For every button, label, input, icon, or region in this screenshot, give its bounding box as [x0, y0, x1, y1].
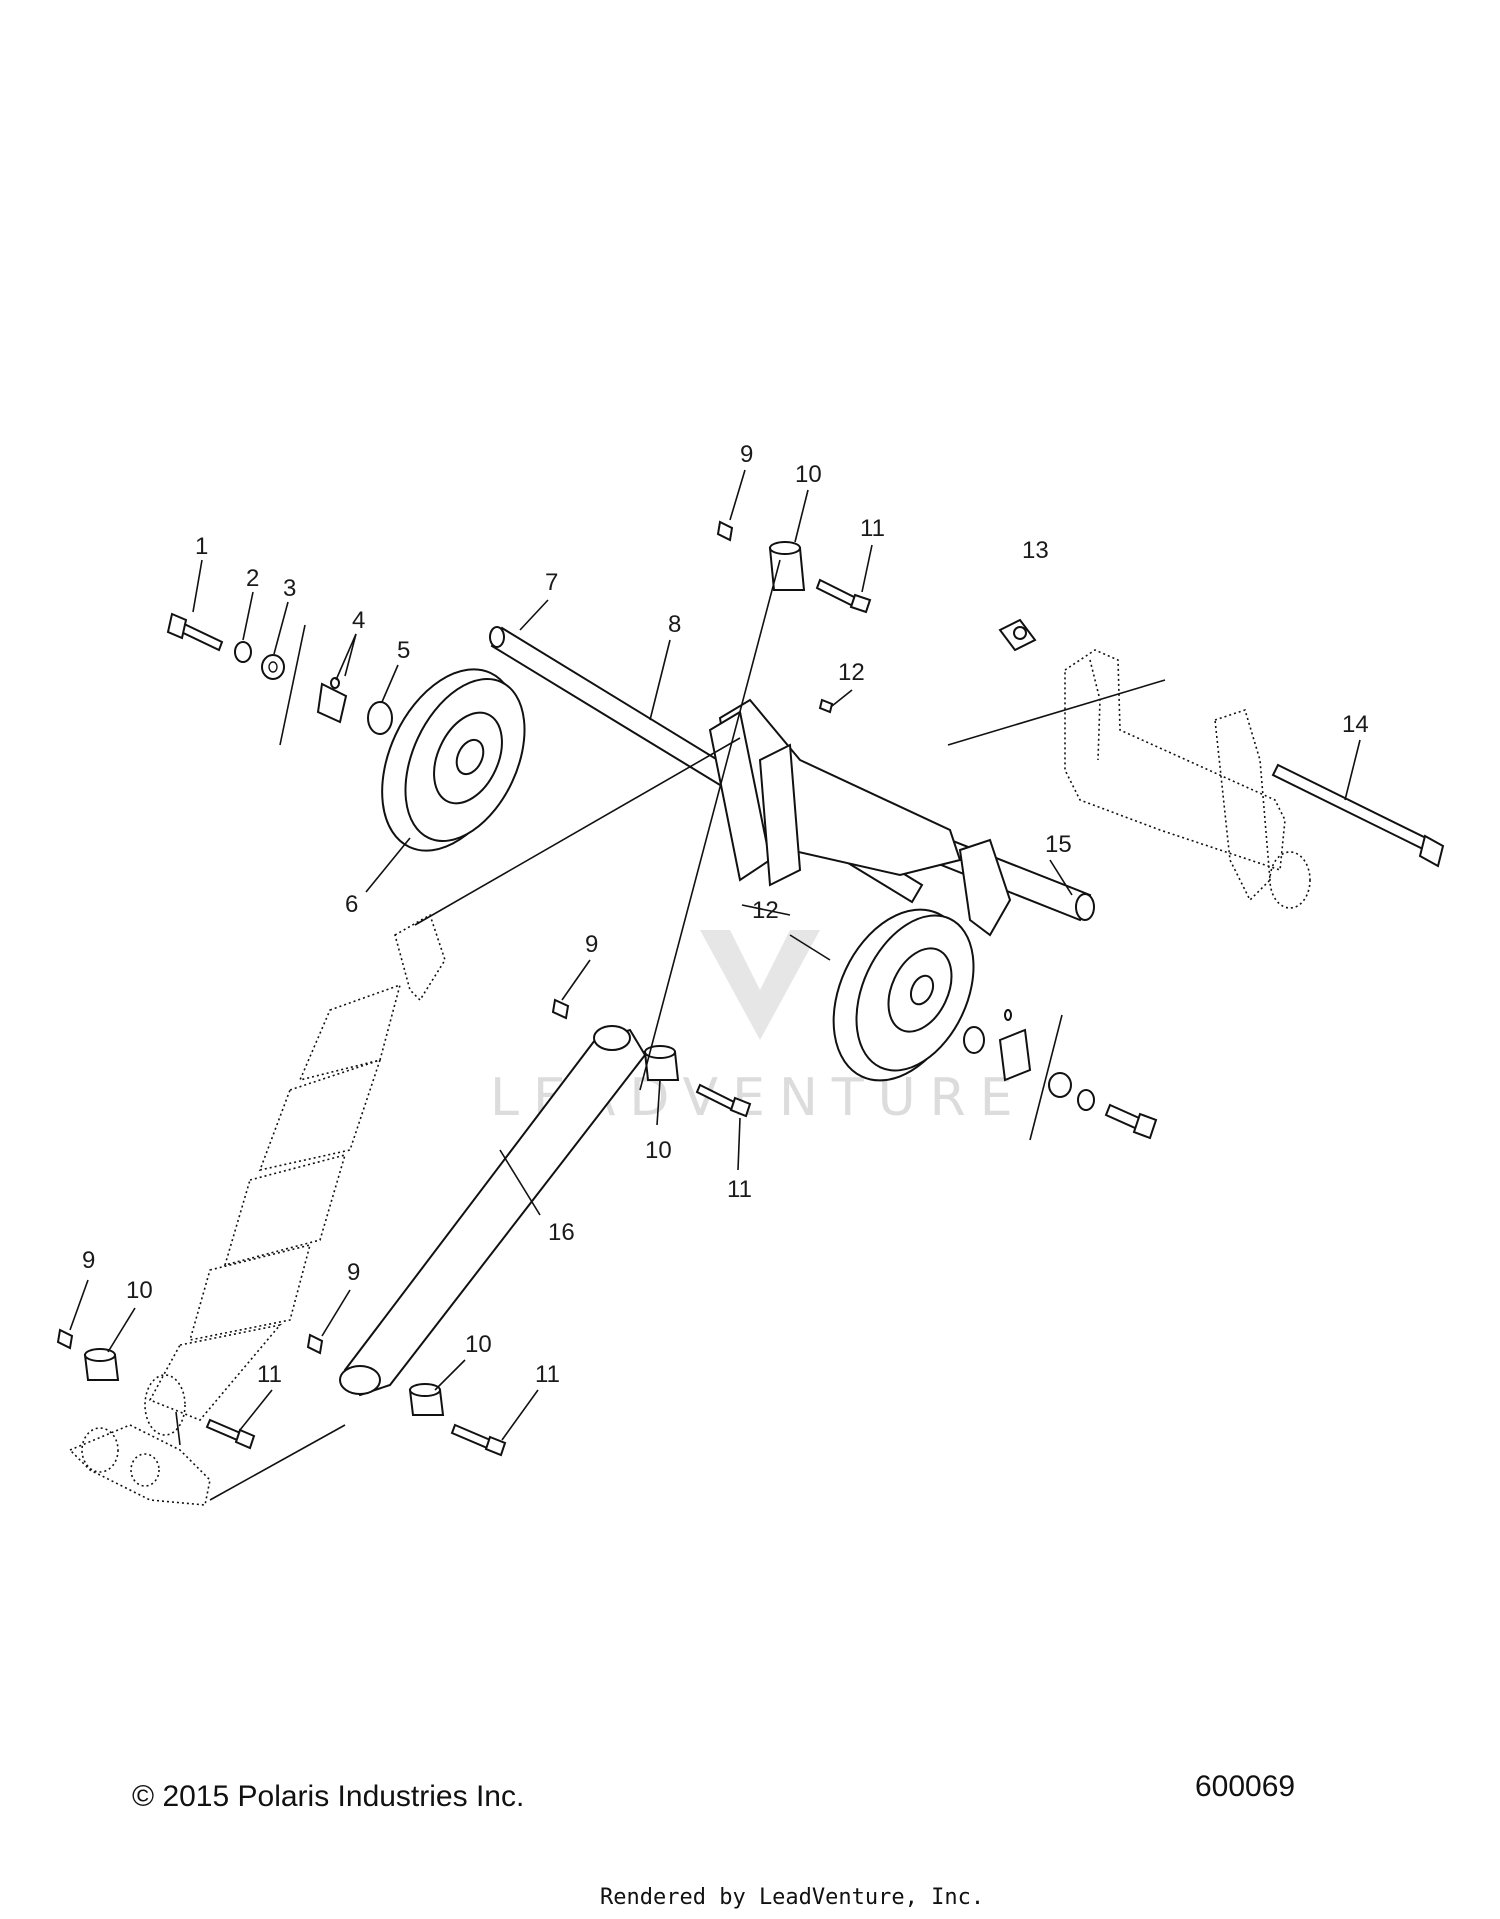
callout-10-lower-left: 10: [126, 1277, 153, 1304]
callout-10-lower: 10: [465, 1331, 492, 1358]
lower-hardware: [56, 998, 752, 1457]
copyright-notice: © 2015 Polaris Industries Inc.: [132, 1780, 525, 1813]
shock-absorber: [68, 913, 446, 1506]
callout-labels: 1 2 3 4 5 6 7 8 9 10 11 12 13 14 15 12 9…: [82, 441, 1369, 1388]
idler-wheel-left: [381, 668, 526, 852]
frame-bracket: [1064, 649, 1311, 909]
long-bolt: [1271, 763, 1445, 868]
callout-13: 13: [1022, 537, 1049, 564]
callout-5: 5: [397, 637, 410, 664]
rocker-arm: [708, 698, 1012, 937]
right-hardware: [963, 1009, 1158, 1141]
callout-12-top: 12: [838, 659, 865, 686]
top-hardware: [716, 520, 1037, 714]
diagram-number: 600069: [1195, 1770, 1296, 1803]
idler-wheel-right: [832, 908, 975, 1082]
callout-7: 7: [545, 569, 558, 596]
callout-11-lower-left: 11: [257, 1361, 282, 1388]
callout-9-lower: 9: [347, 1259, 360, 1286]
callout-10-mid: 10: [645, 1137, 672, 1164]
callout-9-top: 9: [740, 441, 753, 468]
leader-lines: [69, 469, 1361, 1501]
left-hardware: [166, 612, 393, 746]
callout-4: 4: [352, 607, 365, 634]
callout-6: 6: [345, 891, 358, 918]
callout-2: 2: [246, 565, 259, 592]
callout-16: 16: [548, 1219, 575, 1246]
callout-9-lower-left: 9: [82, 1247, 95, 1274]
callout-9-mid: 9: [585, 931, 598, 958]
callout-3: 3: [283, 575, 296, 602]
callout-15: 15: [1045, 831, 1072, 858]
rendered-by-credit: Rendered by LeadVenture, Inc.: [600, 1885, 985, 1910]
callout-8: 8: [668, 611, 681, 638]
callout-1: 1: [195, 533, 208, 560]
callout-11-lower: 11: [535, 1361, 560, 1388]
callout-11-top: 11: [860, 515, 885, 542]
callout-10-top: 10: [795, 461, 822, 488]
callout-11-mid: 11: [727, 1176, 752, 1203]
callout-14: 14: [1342, 711, 1369, 738]
link-rod: [339, 1025, 647, 1397]
callout-12-mid: 12: [752, 897, 779, 924]
